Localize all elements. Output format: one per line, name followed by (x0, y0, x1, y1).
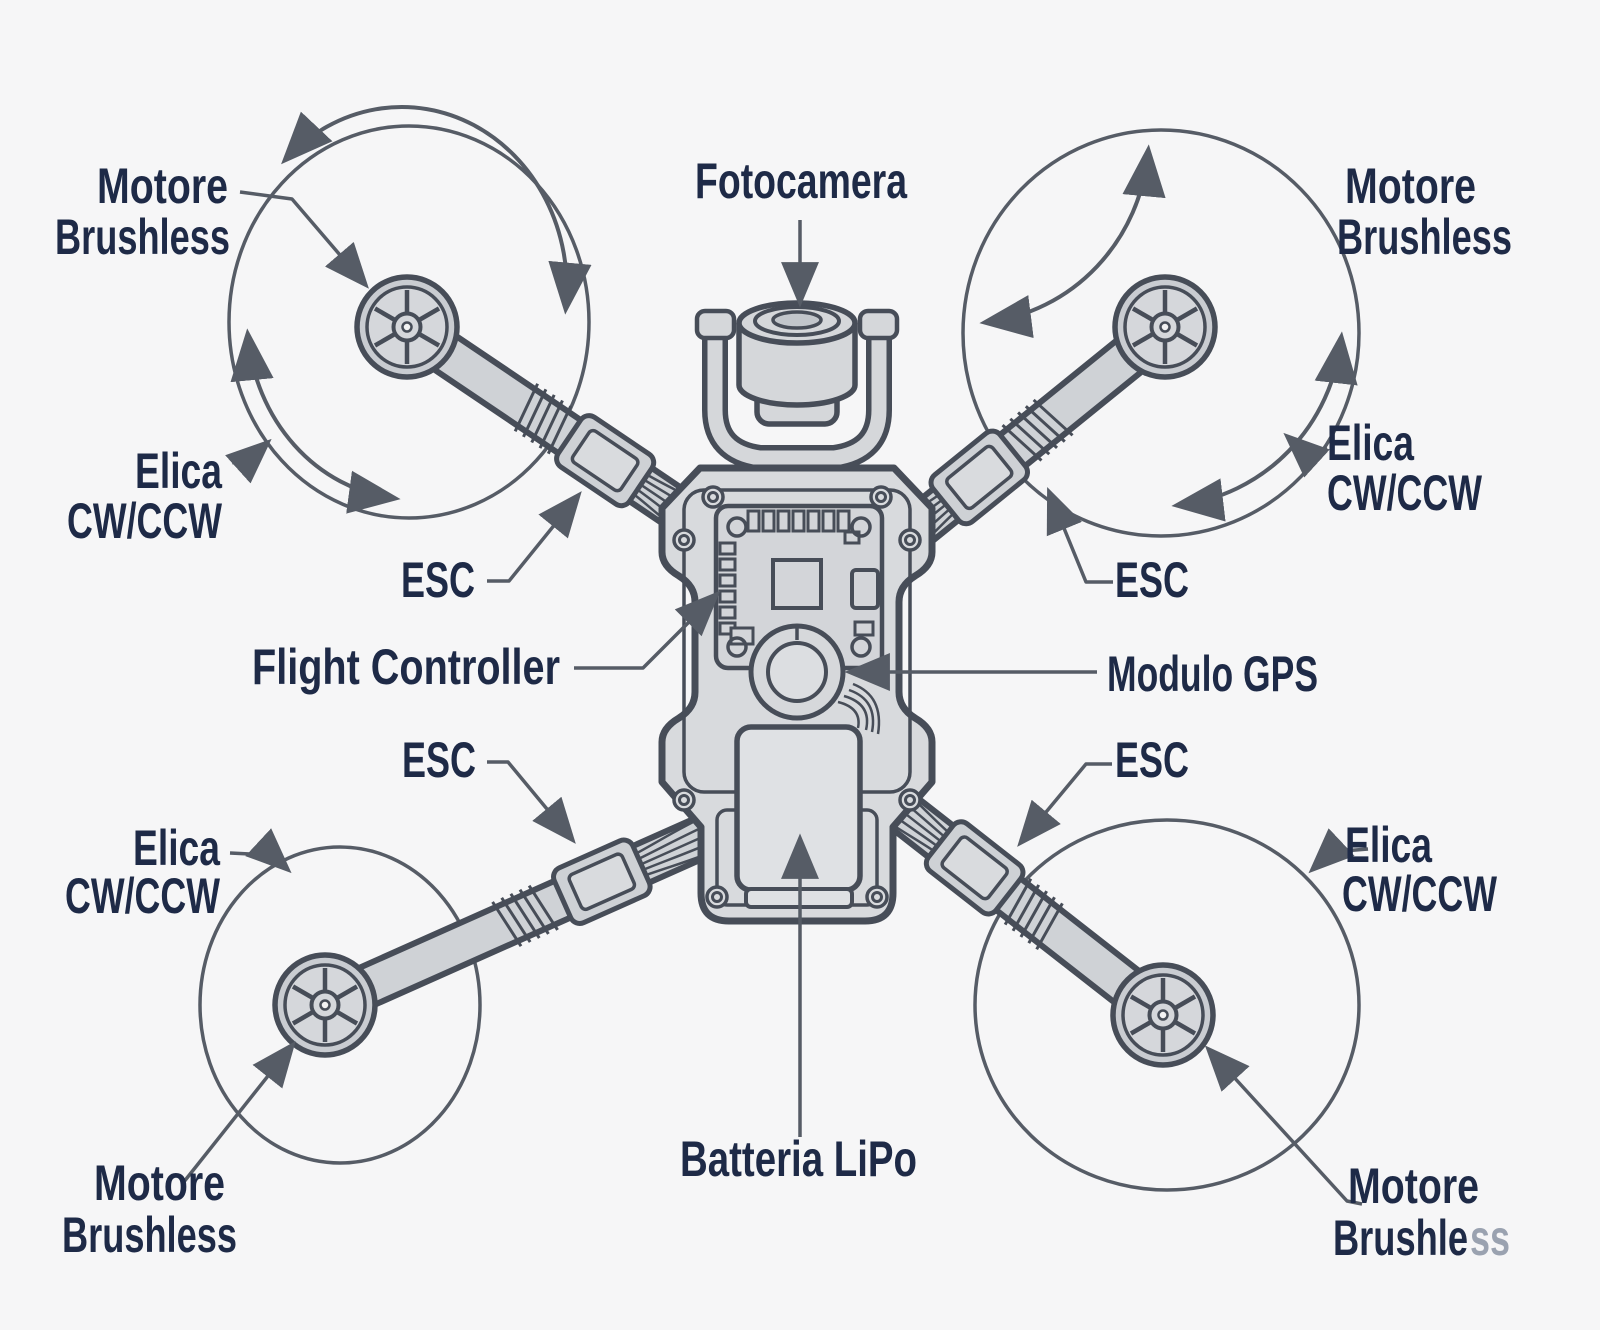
label-motore-top-left-line1: Motore (97, 158, 228, 214)
camera-cylinder (736, 323, 858, 408)
label-fotocamera: Fotocamera (695, 153, 908, 209)
screw (672, 528, 696, 552)
camera-gimbal (694, 300, 900, 477)
label-motore-bottom-right-line1: Motore (1348, 1158, 1479, 1214)
label-elica-bottom-left-line1: Elica (133, 820, 221, 876)
leader-motore-bottom-left (181, 1041, 296, 1185)
screw (701, 485, 725, 509)
motor-top-left (357, 277, 457, 377)
label-elica-bottom-right-line2: CW/CCW (1342, 866, 1498, 922)
propeller-circle-top-right (961, 128, 1361, 538)
leader-elica-bottom-right (1308, 828, 1369, 874)
screw (705, 885, 729, 909)
propeller-circle-bottom-left (198, 845, 482, 1165)
label-esc-top-left: ESC (401, 552, 475, 608)
fc-main-chip (771, 558, 823, 610)
leader-esc-bottom-right (1017, 762, 1112, 847)
leader-elica-top-right (1283, 432, 1330, 478)
label-elica-top-right-line2: CW/CCW (1327, 465, 1483, 521)
label-motore-bottom-left-line2: Brushless (62, 1207, 237, 1263)
motor-bottom-left (275, 955, 375, 1055)
gimbal-yoke (707, 317, 887, 466)
label-modulo-gps: Modulo GPS (1107, 646, 1318, 702)
leader-motore-top-left (239, 190, 369, 289)
label-esc-bottom-right: ESC (1115, 732, 1189, 788)
label-elica-top-right-line1: Elica (1327, 415, 1415, 471)
motor-top-right (1115, 277, 1215, 377)
label-motore-bottom-right-line2: Brushless (1333, 1210, 1510, 1266)
leader-flight-controller (574, 590, 721, 670)
rotation-arrow-top-left-lower (230, 328, 401, 514)
label-batteria-lipo: Batteria LiPo (680, 1131, 917, 1187)
gps-module (748, 623, 881, 735)
leader-elica-top-left (225, 438, 272, 484)
screw (865, 885, 889, 909)
camera-lens (771, 310, 823, 330)
rotation-arrow-top-right-upper (979, 144, 1166, 339)
label-motore-top-left-line2: Brushless (55, 209, 230, 265)
label-motore-top-right-line2: Brushless (1337, 209, 1512, 265)
leader-esc-bottom-left (487, 760, 576, 844)
leader-esc-top-left (487, 491, 582, 583)
propeller-circle-bottom-right (973, 818, 1361, 1192)
rotation-arrow-top-left-upper (281, 105, 592, 315)
fc-usb-port (850, 568, 880, 610)
label-elica-bottom-left-line2: CW/CCW (65, 868, 221, 924)
screw (869, 485, 893, 509)
label-motore-top-right-line1: Motore (1345, 158, 1476, 214)
screw (898, 788, 922, 812)
gimbal-arm-cap-right (857, 308, 900, 341)
label-esc-bottom-left: ESC (402, 732, 476, 788)
screw (672, 788, 696, 812)
label-elica-top-left-line2: CW/CCW (67, 493, 223, 549)
label-elica-top-left-line1: Elica (135, 443, 223, 499)
label-flight-controller: Flight Controller (252, 639, 560, 695)
motor-bottom-right (1113, 965, 1213, 1065)
label-elica-bottom-right-line1: Elica (1345, 817, 1433, 873)
fc-small-chip (729, 626, 755, 646)
label-esc-top-right: ESC (1115, 552, 1189, 608)
gimbal-arm-cap-left (694, 308, 737, 341)
leader-esc-top-right (1046, 486, 1113, 584)
label-motore-bottom-left-line1: Motore (94, 1155, 225, 1211)
screw (898, 528, 922, 552)
leader-elica-bottom-left (229, 828, 292, 874)
leader-motore-bottom-right (1204, 1045, 1363, 1206)
